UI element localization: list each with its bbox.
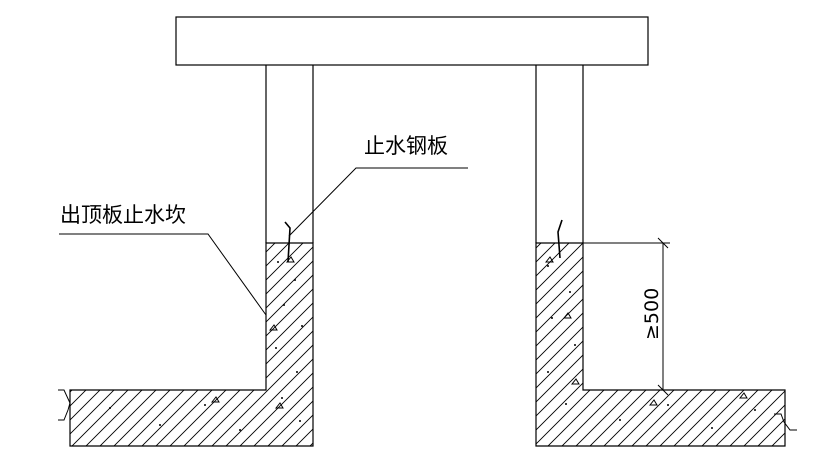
left-waterstop-plate bbox=[284, 221, 291, 263]
dimension-line bbox=[536, 237, 670, 396]
left-break-line bbox=[58, 389, 71, 421]
left-column bbox=[265, 65, 314, 243]
roof-slab bbox=[175, 16, 649, 66]
waterstop-leader-line bbox=[288, 167, 468, 237]
dimension-label: ≥500 bbox=[641, 288, 663, 340]
roof-slab-curb-label: 出顶板止水坎 bbox=[60, 203, 186, 227]
right-column bbox=[535, 65, 584, 243]
right-curb-and-floor bbox=[535, 242, 786, 447]
waterstop-plate-label: 止水钢板 bbox=[364, 134, 448, 158]
curb-leader-line bbox=[59, 233, 267, 316]
left-curb-and-floor bbox=[69, 242, 314, 447]
concrete-dots bbox=[109, 261, 756, 431]
right-waterstop-plate bbox=[557, 219, 563, 259]
concrete-aggregate bbox=[210, 256, 748, 409]
right-break-line bbox=[774, 413, 797, 431]
